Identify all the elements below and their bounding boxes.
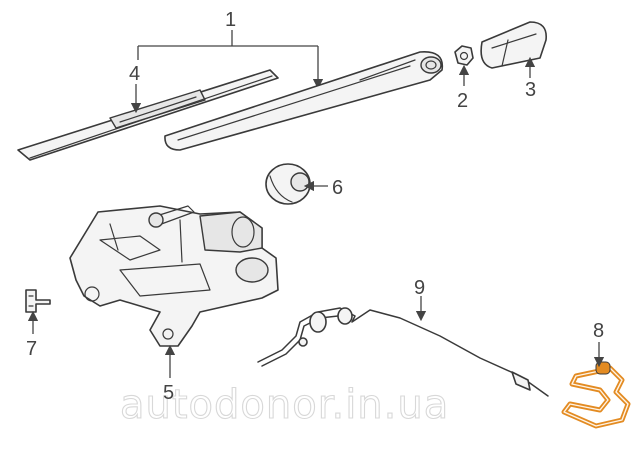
part-clip [25, 289, 51, 313]
part-washer-hose [257, 307, 549, 397]
part-hose-highlighted [561, 361, 631, 429]
callout-2: 2 [457, 90, 468, 112]
callout-4: 4 [129, 63, 140, 85]
watermark-text: autodonor.in.ua [120, 382, 449, 428]
part-wiper-arm [164, 51, 444, 151]
part-wiper-motor [69, 205, 279, 347]
callout-3: 3 [525, 79, 536, 101]
callout-7: 7 [26, 338, 37, 360]
callout-9: 9 [414, 277, 425, 299]
part-wiper-blade [17, 69, 279, 161]
part-cap [480, 21, 547, 69]
part-nut [454, 45, 474, 66]
callout-1-leader [137, 30, 324, 90]
callout-1: 1 [225, 9, 236, 31]
callout-5: 5 [163, 382, 174, 404]
callout-6: 6 [332, 177, 343, 199]
part-grommet [265, 163, 311, 205]
callout-8: 8 [593, 320, 604, 342]
